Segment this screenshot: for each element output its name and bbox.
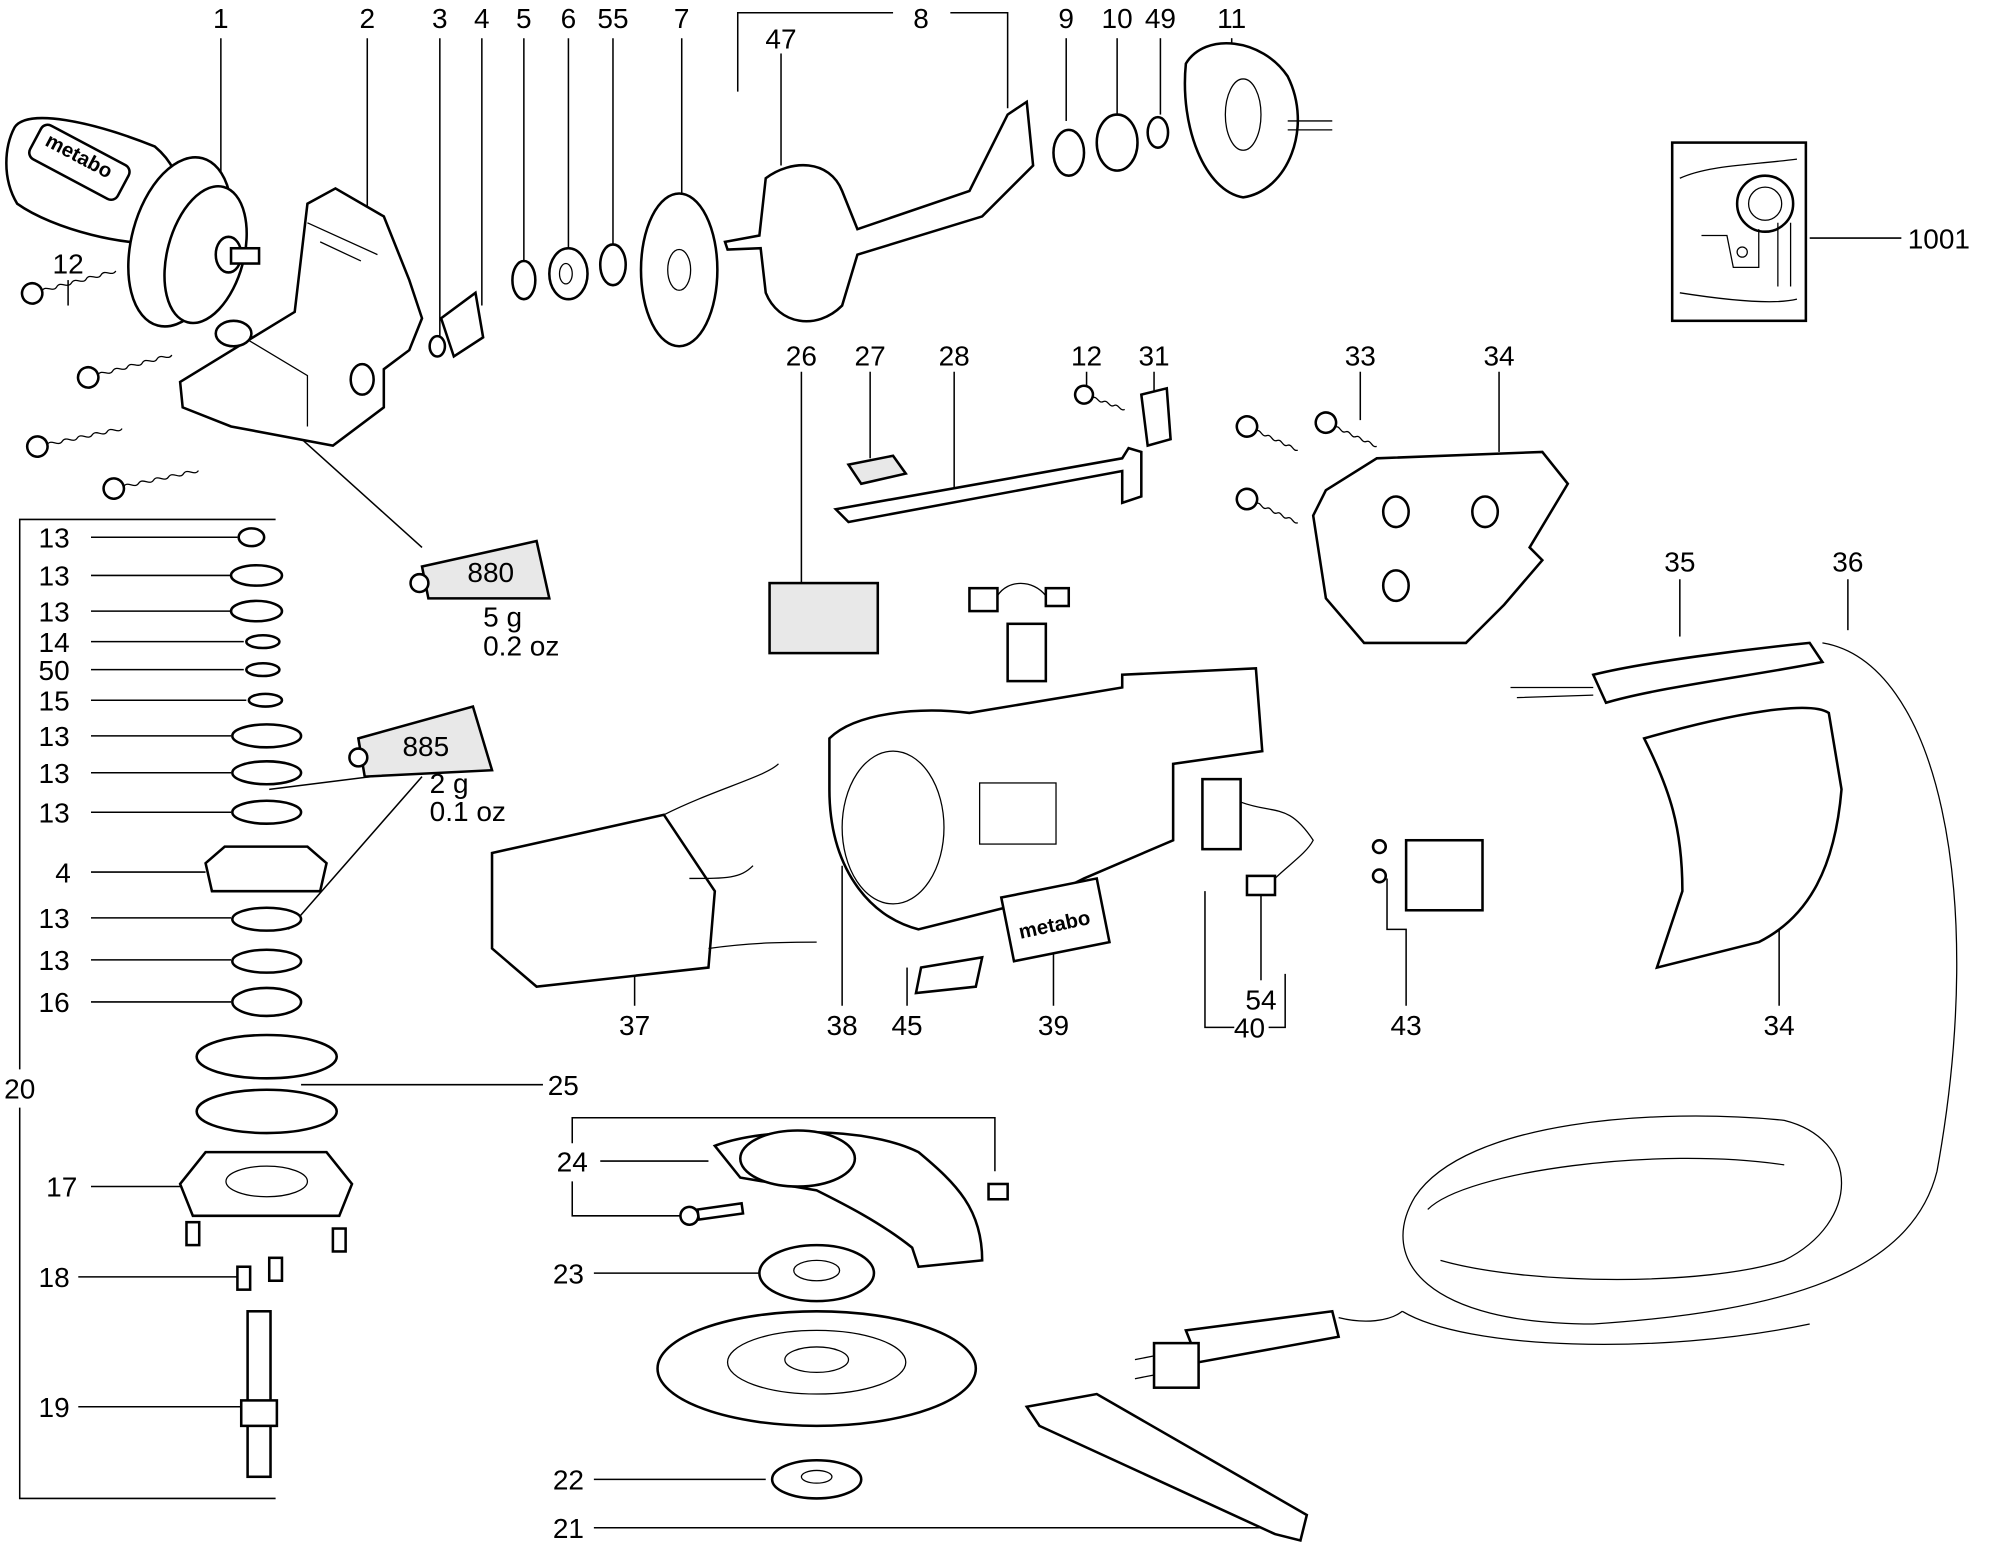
callout-12: 12 xyxy=(53,249,84,280)
callout-16: 16 xyxy=(39,987,70,1018)
callout-7: 7 xyxy=(674,3,690,34)
callout-13: 13 xyxy=(39,758,70,789)
grease-885-weight-g: 2 g xyxy=(430,768,469,799)
callout-40: 40 xyxy=(1234,1013,1265,1044)
callout-24: 24 xyxy=(557,1146,588,1177)
callout-31: 31 xyxy=(1138,340,1169,371)
callout-37: 37 xyxy=(619,1010,650,1041)
callout-28: 28 xyxy=(939,340,970,371)
callout-1001: 1001 xyxy=(1908,223,1970,254)
leader-lines xyxy=(18,11,1902,1529)
callout-13: 13 xyxy=(39,561,70,592)
callout-6: 6 xyxy=(561,3,577,34)
callout-34: 34 xyxy=(1764,1010,1795,1041)
callout-13: 13 xyxy=(39,797,70,828)
callout-34: 34 xyxy=(1483,340,1514,371)
callout-4: 4 xyxy=(474,3,490,34)
callout-4: 4 xyxy=(55,857,71,888)
guard-and-discs xyxy=(656,1129,1309,1542)
callout-11: 11 xyxy=(1217,3,1246,34)
callout-54: 54 xyxy=(1245,985,1276,1016)
callout-21: 21 xyxy=(553,1513,584,1544)
grease-tubes xyxy=(348,539,551,778)
callout-13: 13 xyxy=(39,945,70,976)
callout-18: 18 xyxy=(39,1262,70,1293)
motor-parts: metabo xyxy=(490,582,1484,995)
grease-885-code: 885 xyxy=(402,731,449,762)
grease-880-weight-oz: 0.2 oz xyxy=(483,631,559,662)
callout-14: 14 xyxy=(39,627,70,658)
callout-13: 13 xyxy=(39,596,70,627)
gear-housing xyxy=(178,186,424,447)
callout-22: 22 xyxy=(553,1465,584,1496)
callout-43: 43 xyxy=(1391,1010,1422,1041)
callout-38: 38 xyxy=(827,1010,858,1041)
side-handle: metabo xyxy=(5,116,261,328)
grease-880-code: 880 xyxy=(467,557,514,588)
callout-49: 49 xyxy=(1145,3,1176,34)
callout-50: 50 xyxy=(39,655,70,686)
callout-45: 45 xyxy=(891,1010,922,1041)
callout-2: 2 xyxy=(359,3,375,34)
callout-15: 15 xyxy=(39,685,70,716)
callout-47: 47 xyxy=(765,23,796,54)
grease-880-weight-g: 5 g xyxy=(483,601,522,632)
callout-25: 25 xyxy=(548,1070,579,1101)
callout-36: 36 xyxy=(1832,547,1863,578)
callout-10: 10 xyxy=(1102,3,1133,34)
gear-stack xyxy=(178,527,354,1479)
cable-and-plug xyxy=(1134,641,1958,1389)
callout-19: 19 xyxy=(39,1392,70,1423)
callout-5: 5 xyxy=(516,3,532,34)
grease-885-weight-oz: 0.1 oz xyxy=(430,796,506,827)
callout-12: 12 xyxy=(1071,340,1102,371)
callout-35: 35 xyxy=(1664,547,1695,578)
callout-33: 33 xyxy=(1345,340,1376,371)
callout-1: 1 xyxy=(213,3,229,34)
callout-26: 26 xyxy=(786,340,817,371)
switch-parts xyxy=(768,386,1570,655)
screws xyxy=(20,270,1377,524)
callout-13: 13 xyxy=(39,721,70,752)
callout-39: 39 xyxy=(1038,1010,1069,1041)
callout-20: 20 xyxy=(4,1074,35,1105)
callout-labels: 1 2 3 4 5 6 55 7 8 47 9 10 49 11 1001 12… xyxy=(4,3,1970,1544)
small-parts-row xyxy=(428,42,1333,359)
callout-9: 9 xyxy=(1058,3,1074,34)
callout-13: 13 xyxy=(39,522,70,553)
callout-13: 13 xyxy=(39,903,70,934)
callout-23: 23 xyxy=(553,1258,584,1289)
callout-27: 27 xyxy=(855,340,886,371)
callout-17: 17 xyxy=(46,1172,77,1203)
callout-8: 8 xyxy=(913,3,929,34)
inset-box-1001 xyxy=(1670,141,1808,323)
callout-3: 3 xyxy=(432,3,448,34)
callout-55: 55 xyxy=(597,3,628,34)
